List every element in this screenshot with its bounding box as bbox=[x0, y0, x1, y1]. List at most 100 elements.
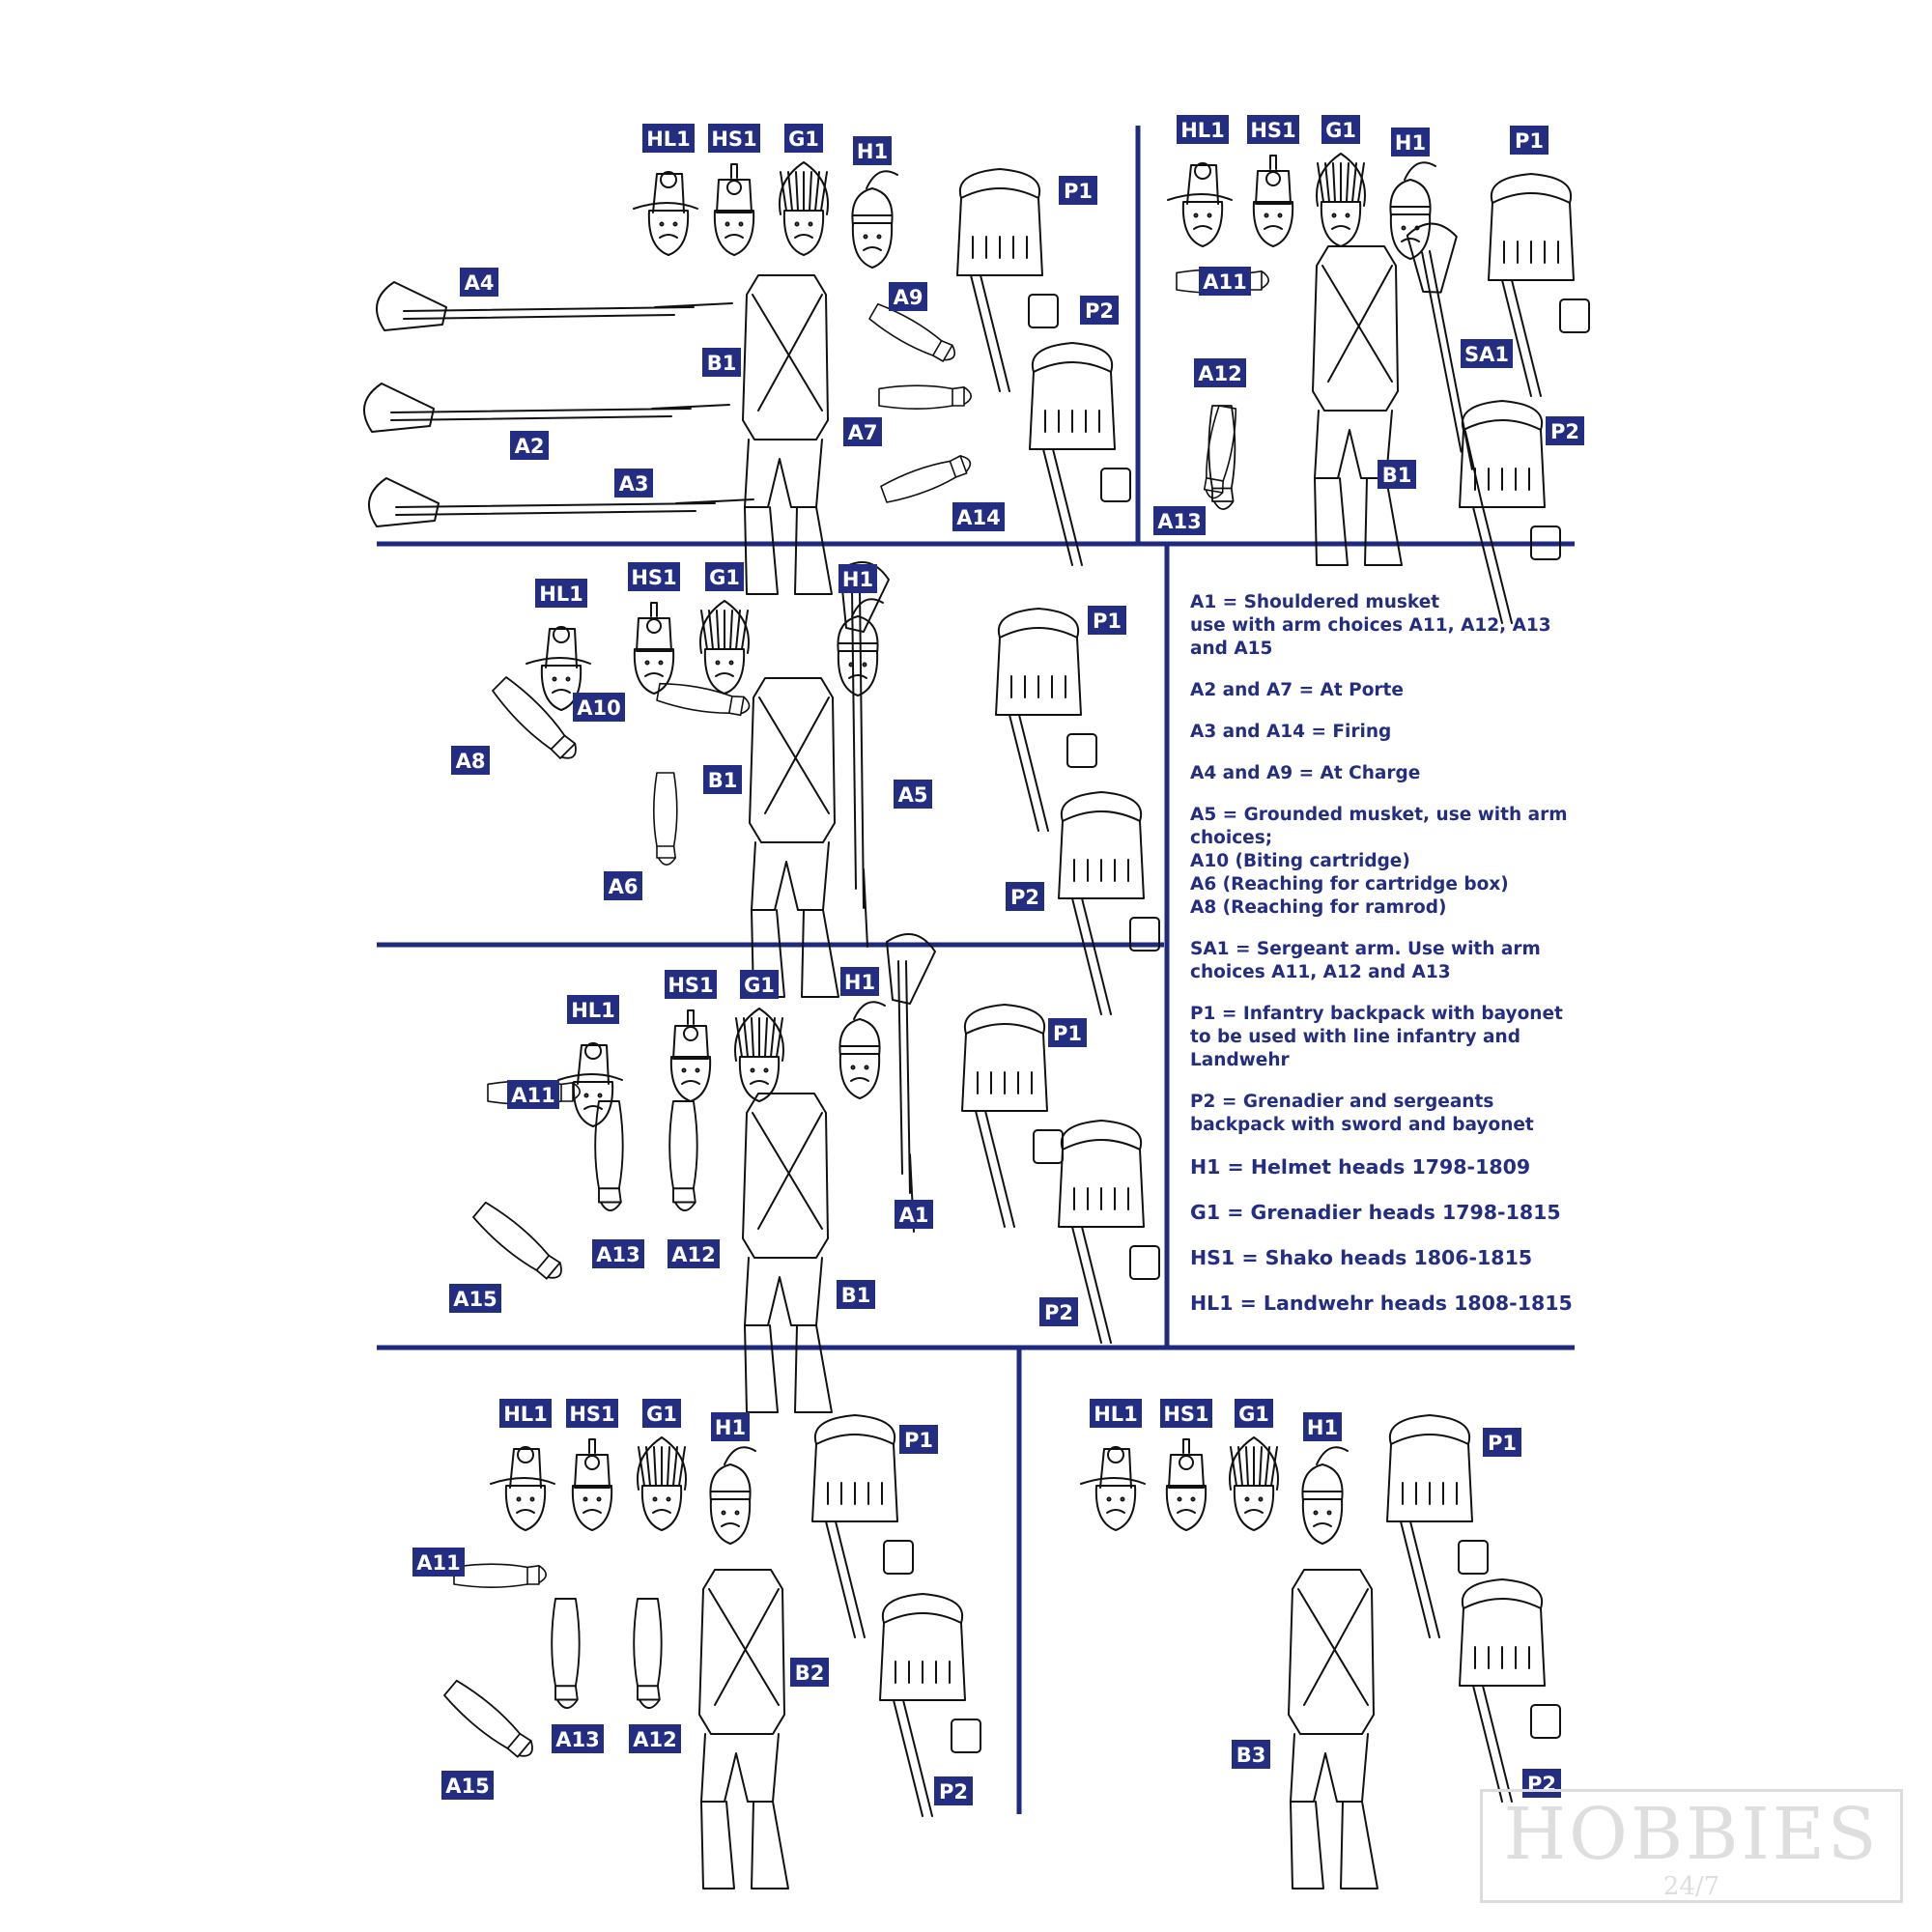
svg-text:A12: A12 bbox=[633, 1728, 676, 1751]
svg-text:B1: B1 bbox=[1382, 464, 1412, 487]
svg-text:G1: G1 bbox=[1325, 119, 1356, 142]
svg-text:A2: A2 bbox=[515, 435, 545, 458]
musket-arm bbox=[1406, 222, 1484, 508]
loose-arm bbox=[878, 384, 972, 410]
backpack bbox=[956, 168, 1059, 392]
svg-text:HS1: HS1 bbox=[711, 128, 756, 151]
svg-text:A13: A13 bbox=[596, 1243, 639, 1266]
soldier-torso bbox=[742, 274, 833, 595]
part-label-a13: A13 bbox=[592, 1239, 644, 1268]
loose-arm bbox=[868, 302, 955, 362]
part-label-b1: B1 bbox=[837, 1280, 875, 1309]
part-label-p1: P1 bbox=[1059, 176, 1097, 205]
head-hs1 bbox=[1165, 1438, 1208, 1531]
svg-text:A3: A3 bbox=[619, 472, 649, 496]
legend-p1: P1 = Infantry backpack with bayonet to b… bbox=[1190, 1004, 1563, 1070]
svg-text:P2: P2 bbox=[1527, 1773, 1556, 1796]
svg-text:G1: G1 bbox=[1238, 1403, 1269, 1426]
part-label-g1: G1 bbox=[740, 970, 779, 999]
svg-text:H1: H1 bbox=[857, 140, 888, 163]
part-label-p1: P1 bbox=[899, 1425, 938, 1454]
musket-arm bbox=[368, 477, 754, 527]
part-label-g1: G1 bbox=[705, 562, 744, 591]
svg-text:H1: H1 bbox=[715, 1416, 746, 1439]
head-g1 bbox=[734, 1008, 784, 1102]
legend-g1: G1 = Grenadier heads 1798-1815 bbox=[1190, 1201, 1561, 1224]
hobbies-watermark: HOBBIES 24/7 bbox=[1480, 1789, 1903, 1903]
part-label-a11: A11 bbox=[412, 1548, 465, 1577]
svg-text:B2: B2 bbox=[795, 1662, 825, 1685]
part-label-a15: A15 bbox=[441, 1771, 494, 1800]
loose-arm bbox=[1208, 405, 1236, 510]
svg-text:H1: H1 bbox=[1307, 1416, 1338, 1439]
legend-sa1: SA1 = Sergeant arm. Use with arm choices… bbox=[1190, 939, 1541, 982]
svg-text:P1: P1 bbox=[1488, 1432, 1517, 1455]
legend-p2: P2 = Grenadier and sergeants backpack wi… bbox=[1190, 1092, 1534, 1135]
loose-arm bbox=[472, 1201, 562, 1280]
part-label-p2: P2 bbox=[1522, 1769, 1561, 1798]
part-label-g1: G1 bbox=[784, 124, 823, 153]
part-label-g1: G1 bbox=[1321, 115, 1360, 144]
part-label-h1: H1 bbox=[838, 564, 877, 593]
part-label-p2: P2 bbox=[1080, 296, 1119, 325]
backpack bbox=[961, 1004, 1064, 1228]
part-label-p2: P2 bbox=[1006, 882, 1044, 911]
head-hl1 bbox=[633, 171, 698, 256]
svg-text:A12: A12 bbox=[671, 1243, 715, 1266]
part-label-p1: P1 bbox=[1510, 126, 1548, 155]
soldier-torso bbox=[1288, 1569, 1378, 1889]
backpack bbox=[879, 1593, 981, 1817]
part-label-a11: A11 bbox=[1199, 267, 1251, 296]
part-label-b3: B3 bbox=[1232, 1740, 1270, 1769]
musket-arm bbox=[376, 281, 733, 331]
musket-arm bbox=[886, 933, 936, 1233]
head-h1 bbox=[838, 1001, 886, 1099]
loose-arm bbox=[1203, 405, 1237, 499]
part-label-a4: A4 bbox=[460, 268, 498, 297]
legend-a3-a14: A3 and A14 = Firing bbox=[1190, 722, 1392, 742]
part-label-p1: P1 bbox=[1048, 1018, 1087, 1047]
legend-h1: H1 = Helmet heads 1798-1809 bbox=[1190, 1155, 1531, 1179]
svg-text:P2: P2 bbox=[1044, 1301, 1073, 1324]
head-hl1 bbox=[490, 1446, 555, 1531]
svg-text:A12: A12 bbox=[1198, 362, 1241, 385]
head-hl1 bbox=[526, 626, 591, 711]
svg-text:H1: H1 bbox=[1395, 131, 1426, 155]
backpack bbox=[1459, 1578, 1561, 1803]
svg-text:B1: B1 bbox=[841, 1284, 871, 1307]
part-label-a14: A14 bbox=[952, 502, 1005, 531]
legend-hs1: HS1 = Shako heads 1806-1815 bbox=[1190, 1246, 1533, 1269]
svg-text:HS1: HS1 bbox=[1250, 119, 1295, 142]
svg-text:A1: A1 bbox=[899, 1204, 929, 1227]
backpack bbox=[811, 1414, 914, 1638]
part-label-hl1: HL1 bbox=[535, 579, 587, 608]
svg-text:HL1: HL1 bbox=[1180, 119, 1225, 142]
svg-text:P1: P1 bbox=[1093, 610, 1122, 633]
svg-text:A11: A11 bbox=[416, 1551, 460, 1575]
svg-text:P1: P1 bbox=[904, 1429, 933, 1452]
head-hs1 bbox=[669, 1009, 712, 1102]
legend-a2-a7: A2 and A7 = At Porte bbox=[1190, 680, 1404, 700]
loose-arm bbox=[551, 1598, 581, 1709]
svg-text:P1: P1 bbox=[1515, 129, 1544, 153]
part-label-a2: A2 bbox=[510, 431, 549, 460]
head-hs1 bbox=[713, 163, 755, 256]
backpack bbox=[1459, 400, 1561, 624]
part-label-a12: A12 bbox=[1194, 358, 1246, 387]
musket-arm bbox=[363, 383, 730, 433]
svg-text:A15: A15 bbox=[445, 1775, 489, 1798]
head-g1 bbox=[1316, 153, 1366, 247]
part-label-a13: A13 bbox=[552, 1724, 604, 1753]
svg-text:HL1: HL1 bbox=[1094, 1403, 1138, 1426]
part-label-p1: P1 bbox=[1088, 606, 1126, 635]
part-label-p2: P2 bbox=[1546, 416, 1584, 445]
backpack bbox=[1058, 1120, 1160, 1344]
svg-text:HS1: HS1 bbox=[569, 1403, 614, 1426]
backpack bbox=[995, 608, 1097, 832]
loose-arm bbox=[633, 1598, 663, 1709]
svg-text:HS1: HS1 bbox=[631, 566, 676, 589]
part-label-hs1: HS1 bbox=[566, 1399, 618, 1428]
part-label-a3: A3 bbox=[614, 469, 653, 497]
